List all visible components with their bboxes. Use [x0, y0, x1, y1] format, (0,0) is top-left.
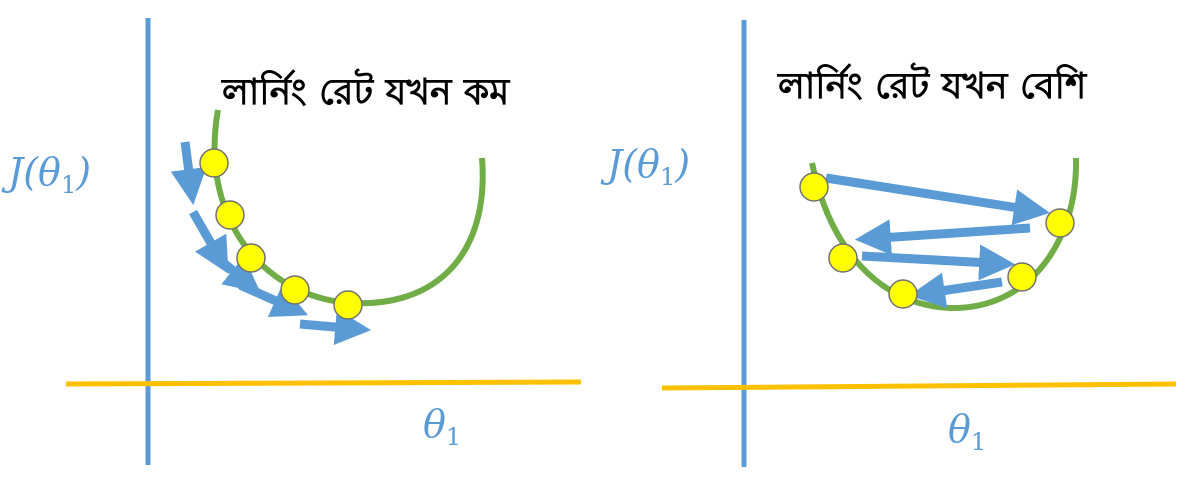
x-axis-label: θ1: [948, 407, 986, 456]
x-axis: [661, 381, 1177, 391]
cost-curve: [211, 109, 486, 307]
step-point: [333, 290, 363, 320]
x-axis: [65, 379, 582, 387]
panel-title: লার্নিং রেট যখন কম: [220, 68, 511, 113]
x-axis-label: θ1: [423, 402, 461, 451]
step-point: [280, 275, 310, 305]
step-points: [199, 148, 363, 320]
step-arrow: [909, 272, 1003, 309]
step-arrow: [854, 219, 1031, 256]
step-point: [799, 172, 829, 202]
step-point: [215, 200, 245, 230]
step-arrow: [189, 209, 229, 274]
step-arrow: [861, 244, 1016, 281]
step-arrow: [825, 173, 1050, 226]
step-arrow: [170, 141, 207, 205]
step-arrow: [299, 309, 372, 345]
step-point: [199, 148, 229, 178]
step-arrow: [238, 280, 309, 318]
step-arrows: [170, 141, 372, 345]
step-point: [236, 243, 266, 273]
step-point: [888, 279, 918, 309]
panel-title: লার্নিং রেট যখন বেশি: [776, 62, 1088, 107]
step-point: [1045, 208, 1075, 238]
panel-high-learning-rate: লার্নিং রেট যখন বেশি J(θ1) θ1: [600, 20, 1177, 467]
step-arrow: [207, 248, 261, 293]
y-axis-label: J(θ1): [1, 150, 91, 199]
y-axis-label: J(θ1): [600, 142, 690, 191]
step-points: [799, 172, 1075, 309]
step-arrows: [825, 173, 1050, 309]
step-point: [828, 243, 858, 273]
panel-low-learning-rate: লার্নিং রেট যখন কম J(θ1) θ1: [1, 18, 582, 465]
step-point: [1007, 262, 1037, 292]
